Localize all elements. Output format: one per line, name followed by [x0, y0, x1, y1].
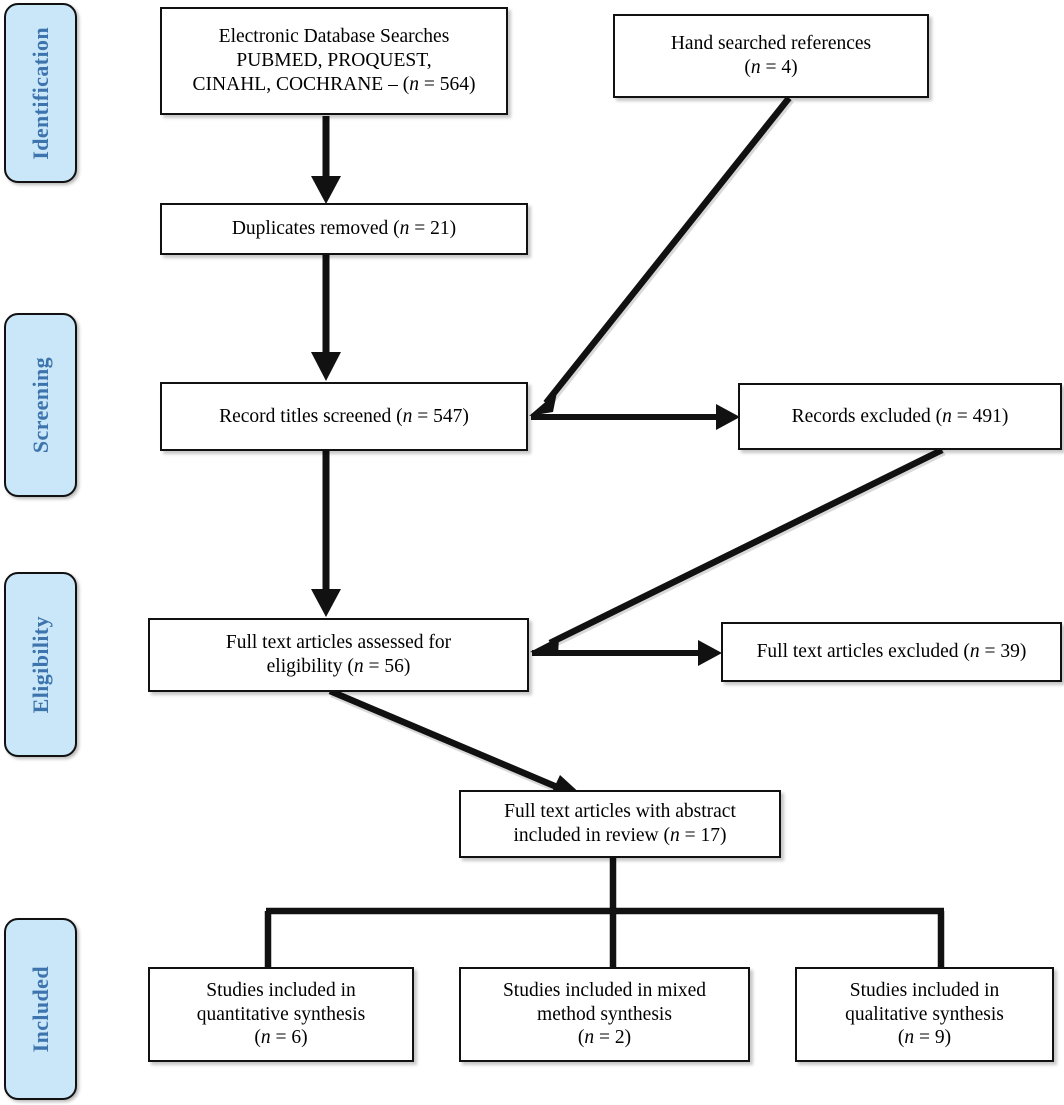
connector-fulltext-to-included: [328, 688, 584, 797]
connector-duplicates-to-titles: [311, 255, 341, 381]
connector-handsearched-to-titles: [529, 95, 794, 416]
box-duplicates-removed-text: Duplicates removed (n = 21): [231, 218, 457, 240]
connector-titles-to-records-excluded: [531, 404, 740, 430]
box-hand-searched-text: Hand searched references(n = 4): [670, 33, 872, 78]
box-duplicates-removed: Duplicates removed (n = 21): [160, 203, 528, 255]
stage-pill-eligibility: Eligibility: [4, 572, 77, 757]
box-hand-searched: Hand searched references(n = 4): [613, 14, 929, 98]
connector-titles-to-fulltext: [311, 451, 341, 617]
box-fulltext-excluded-text: Full text articles excluded (n = 39): [756, 641, 1027, 663]
stage-label-screening: Screening: [27, 356, 53, 454]
box-records-excluded-text: Records excluded (n = 491): [791, 405, 1009, 427]
connector-searches-to-duplicates: [311, 116, 341, 204]
stage-pill-identification: Identification: [4, 3, 77, 183]
box-titles-screened-text: Record titles screened (n = 547): [219, 405, 469, 427]
stage-label-eligibility: Eligibility: [27, 615, 53, 714]
stage-pill-included: Included: [4, 918, 77, 1100]
connector-fulltext-to-fulltext-excluded: [532, 640, 722, 666]
stage-label-identification: Identification: [27, 26, 53, 160]
connector-included-to-three-synthesis: [264, 858, 945, 967]
stage-pill-screening: Screening: [4, 313, 77, 497]
stage-label-included: Included: [27, 965, 53, 1053]
box-titles-screened: Record titles screened (n = 547): [160, 382, 528, 451]
box-records-excluded: Records excluded (n = 491): [738, 383, 1062, 450]
box-fulltext-excluded: Full text articles excluded (n = 39): [721, 622, 1062, 682]
